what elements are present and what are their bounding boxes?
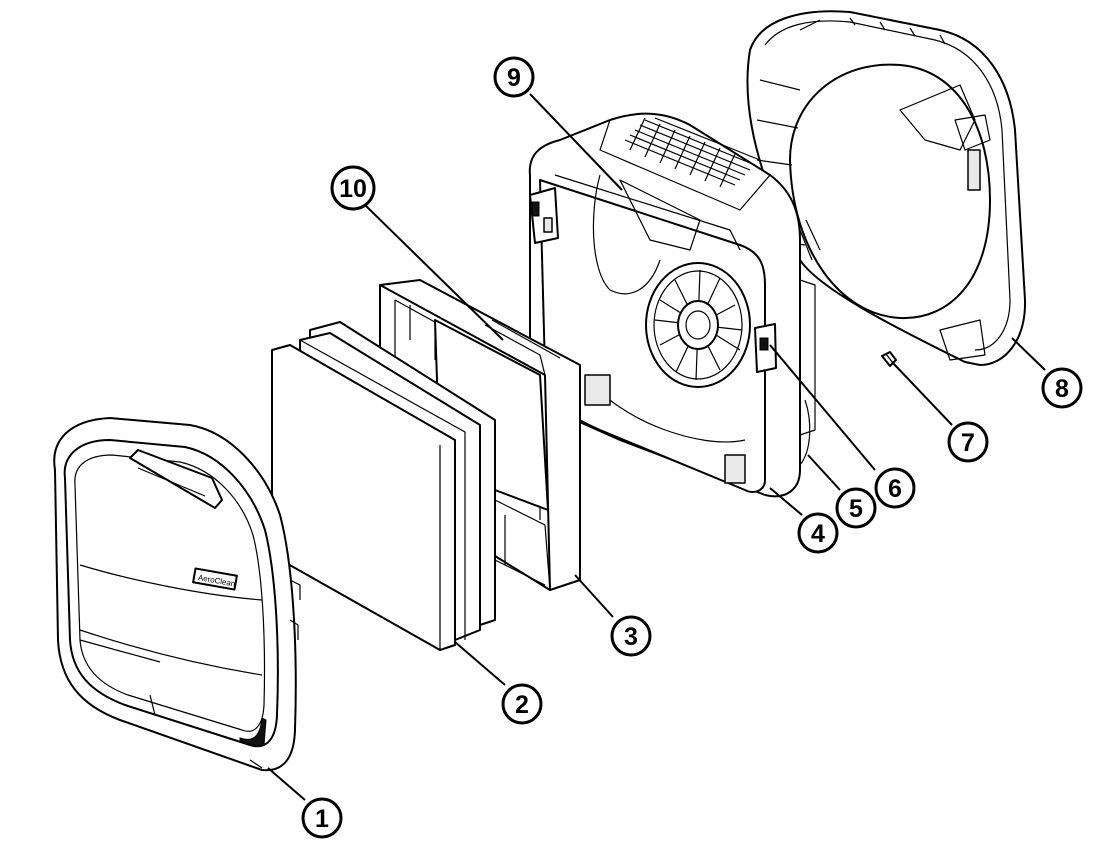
callout-label-9: 9 bbox=[507, 64, 521, 92]
leader-line-1 bbox=[267, 767, 306, 801]
callout-3: 3 bbox=[610, 615, 652, 657]
filter-media-part-2 bbox=[271, 321, 496, 651]
rear-housing-part-8 bbox=[746, 10, 1027, 366]
callout-label-5: 5 bbox=[849, 495, 863, 523]
callout-8: 8 bbox=[1041, 367, 1083, 409]
leader-line-8 bbox=[1011, 337, 1046, 371]
leader-line-9 bbox=[529, 93, 623, 191]
callout-4: 4 bbox=[797, 512, 839, 554]
callout-1: 1 bbox=[301, 797, 343, 839]
callout-9: 9 bbox=[493, 56, 535, 98]
leader-lines bbox=[267, 93, 1046, 801]
callout-label-2: 2 bbox=[515, 691, 529, 719]
front-cover-part-1: AeroClean bbox=[53, 417, 301, 772]
leader-line-6 bbox=[769, 344, 876, 471]
leader-line-5 bbox=[807, 454, 841, 491]
leader-line-4 bbox=[769, 487, 803, 516]
callout-label-1: 1 bbox=[315, 805, 329, 833]
top-vent-grille bbox=[624, 117, 761, 188]
callout-label-4: 4 bbox=[811, 520, 825, 548]
leader-line-10 bbox=[364, 204, 504, 341]
callout-label-8: 8 bbox=[1055, 375, 1069, 403]
callout-2: 2 bbox=[501, 683, 543, 725]
callout-label-3: 3 bbox=[624, 623, 638, 651]
leader-line-7 bbox=[891, 361, 953, 426]
callout-5: 5 bbox=[835, 487, 877, 529]
leader-line-3 bbox=[574, 574, 614, 618]
callout-label-6: 6 bbox=[888, 475, 902, 503]
callout-6: 6 bbox=[874, 467, 916, 509]
leader-line-2 bbox=[454, 641, 506, 686]
callout-label-10: 10 bbox=[339, 175, 367, 203]
callout-10: 10 bbox=[330, 165, 376, 211]
callout-7: 7 bbox=[947, 421, 989, 463]
blower-fan bbox=[645, 262, 751, 388]
callout-label-7: 7 bbox=[961, 429, 975, 457]
